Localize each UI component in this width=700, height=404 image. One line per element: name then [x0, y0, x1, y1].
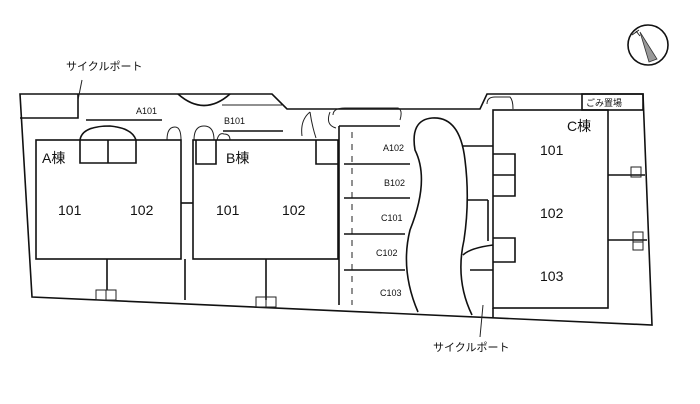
building-c — [492, 109, 609, 309]
cycle-port-bottom-label: サイクルポート — [433, 341, 509, 354]
parking-stall-label: C103 — [380, 288, 402, 298]
cycle-port-top-label: サイクルポート — [66, 60, 142, 73]
unit-label: 102 — [540, 205, 564, 221]
parking-stall-label: C101 — [381, 213, 403, 223]
parking-stall-label: B102 — [384, 178, 405, 188]
building-b-label: B棟 — [226, 150, 249, 166]
garbage-label: ごみ置場 — [586, 97, 622, 108]
unit-label: 101 — [540, 142, 564, 158]
building-a-label: A棟 — [42, 150, 65, 166]
unit-label: 101 — [216, 202, 240, 218]
garbage-area — [581, 93, 644, 111]
cycle-port-top-area — [20, 94, 79, 119]
parking-label: A101 — [136, 106, 157, 116]
north-arrow-icon — [627, 24, 669, 66]
unit-label: 102 — [282, 202, 306, 218]
parking-stall-label: A102 — [383, 143, 404, 153]
leader-line — [77, 79, 83, 101]
parking-label: B101 — [224, 116, 245, 126]
unit-label: 102 — [130, 202, 154, 218]
garden-path — [405, 117, 473, 316]
leader-line — [479, 304, 484, 338]
unit-label: 101 — [58, 202, 82, 218]
unit-label: 103 — [540, 268, 564, 284]
site-boundary — [19, 93, 653, 326]
parking-stall-label: C102 — [376, 248, 398, 258]
building-c-label: C棟 — [567, 118, 591, 134]
